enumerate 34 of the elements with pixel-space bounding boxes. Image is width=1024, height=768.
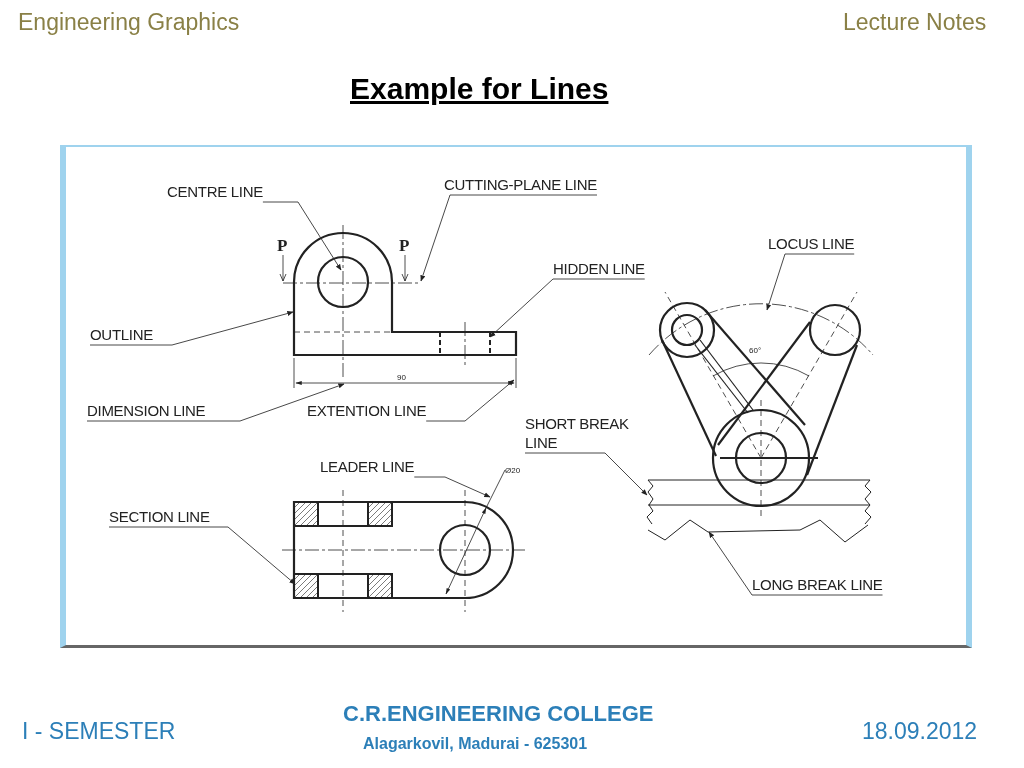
- callout-label: SECTION LINE: [109, 507, 210, 526]
- callout-label: OUTLINE: [90, 325, 153, 344]
- header-text: Lecture Notes: [843, 9, 987, 36]
- callout-label: LOCUS LINE: [768, 234, 855, 253]
- callout-label: LONG BREAK LINE: [752, 575, 883, 594]
- part-outline: [292, 232, 518, 357]
- slide-title: Example for Lines: [350, 72, 609, 106]
- long-break-line: [647, 519, 869, 543]
- header-text: Engineering Graphics: [18, 9, 240, 36]
- callout-label: CENTRE LINE: [167, 182, 263, 201]
- angle-value: 60°: [749, 346, 762, 355]
- short-break-line: [646, 479, 654, 525]
- section-letter: P: [399, 236, 410, 256]
- footer-text: I - SEMESTER: [22, 718, 176, 745]
- dimension-line: [295, 381, 515, 385]
- callout-label: HIDDEN LINE: [553, 259, 645, 278]
- hatched-section: [293, 573, 319, 599]
- callout-label: DIMENSION LINE: [87, 401, 206, 420]
- section-letter: P: [277, 236, 288, 256]
- callout-label: SHORT BREAK LINE: [525, 414, 635, 452]
- hidden-line: [489, 331, 491, 356]
- centre-line: [342, 224, 344, 379]
- locus-line: [648, 303, 874, 356]
- callout-label: EXTENTION LINE: [307, 401, 427, 420]
- footer-date: 18.09.2012: [862, 718, 978, 745]
- college-name: C.R.ENGINEERING COLLEGE: [343, 701, 654, 727]
- callout-label: CUTTING-PLANE LINE: [444, 175, 597, 194]
- cutting-plane-line: [282, 282, 421, 284]
- extension-line: [515, 357, 517, 389]
- college-address: Alagarkovil, Madurai - 625301: [363, 735, 588, 753]
- diameter-value: Ø20: [505, 466, 521, 475]
- dimension-value: 90: [397, 373, 406, 382]
- callout-label: LEADER LINE: [320, 457, 415, 476]
- diameter-leader-line: [445, 469, 506, 595]
